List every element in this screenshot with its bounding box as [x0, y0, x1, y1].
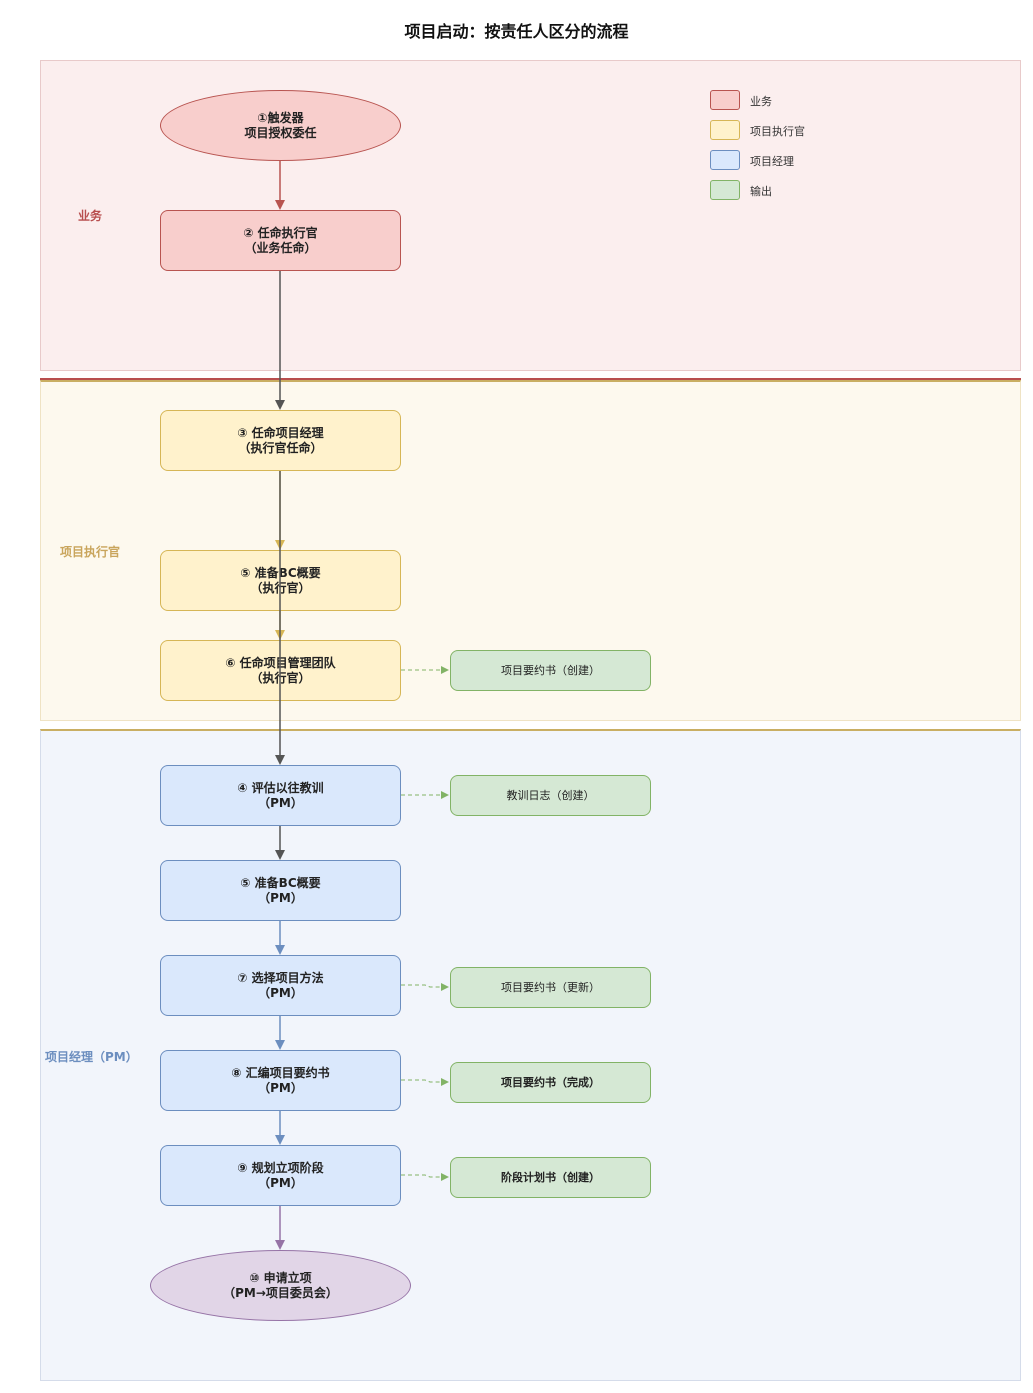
output-mandate-completed[interactable]: 项目要约书（完成） — [450, 1062, 651, 1103]
node-appoint-executive-line2: （业务任命） — [244, 240, 317, 255]
node-evaluate-lessons-line2: （PM） — [258, 795, 303, 810]
lane-label-executive: 项目执行官 — [60, 545, 121, 559]
node-appoint-team[interactable]: ⑥ 任命项目管理团队 （执行官） — [160, 640, 401, 701]
legend-swatch-business — [710, 90, 740, 110]
node-select-approach-line2: （PM） — [258, 985, 303, 1000]
legend-label-output: 输出 — [750, 185, 772, 198]
legend-label-executive: 项目执行官 — [750, 125, 805, 138]
lane-divider-business — [40, 378, 1021, 380]
output-lessons-log-created[interactable]: 教训日志（创建） — [450, 775, 651, 816]
node-request-initiation-line1: ⑩ 申请立项 — [249, 1270, 312, 1285]
node-appoint-executive-line1: ② 任命执行官 — [243, 225, 318, 240]
node-trigger[interactable]: ①触发器 项目授权委任 — [160, 90, 401, 161]
node-prepare-bc-executive-line1: ⑤ 准备BC概要 — [240, 565, 321, 580]
node-trigger-line2: 项目授权委任 — [244, 125, 317, 140]
node-trigger-line1: ①触发器 — [257, 110, 304, 125]
node-appoint-pm[interactable]: ③ 任命项目经理 （执行官任命） — [160, 410, 401, 471]
node-request-initiation[interactable]: ⑩ 申请立项 （PM→项目委员会） — [150, 1250, 411, 1321]
node-plan-initiation-line1: ⑨ 规划立项阶段 — [237, 1160, 324, 1175]
legend-label-project-manager: 项目经理 — [750, 155, 794, 168]
node-prepare-bc-pm-line2: （PM） — [258, 890, 303, 905]
legend-swatch-executive — [710, 120, 740, 140]
output-mandate-created[interactable]: 项目要约书（创建） — [450, 650, 651, 691]
node-appoint-executive[interactable]: ② 任命执行官 （业务任命） — [160, 210, 401, 271]
node-appoint-pm-line1: ③ 任命项目经理 — [237, 425, 324, 440]
lane-label-business: 业务 — [78, 209, 103, 223]
node-request-initiation-line2: （PM→项目委员会） — [223, 1285, 338, 1300]
output-stage-plan-created[interactable]: 阶段计划书（创建） — [450, 1157, 651, 1198]
node-prepare-bc-executive-line2: （执行官） — [250, 580, 311, 595]
node-prepare-bc-pm[interactable]: ⑤ 准备BC概要 （PM） — [160, 860, 401, 921]
node-assemble-brief-line2: （PM） — [258, 1080, 303, 1095]
diagram-title: 项目启动：按责任人区分的流程 — [404, 22, 629, 41]
legend-swatch-output — [710, 180, 740, 200]
node-evaluate-lessons[interactable]: ④ 评估以往教训 （PM） — [160, 765, 401, 826]
output-mandate-updated[interactable]: 项目要约书（更新） — [450, 967, 651, 1008]
node-assemble-brief-line1: ⑧ 汇编项目要约书 — [231, 1065, 330, 1080]
node-evaluate-lessons-line1: ④ 评估以往教训 — [237, 780, 324, 795]
node-appoint-team-line2: （执行官） — [250, 670, 311, 685]
legend-label-business: 业务 — [750, 95, 772, 108]
node-appoint-pm-line2: （执行官任命） — [238, 440, 323, 455]
node-plan-initiation[interactable]: ⑨ 规划立项阶段 （PM） — [160, 1145, 401, 1206]
node-select-approach-line1: ⑦ 选择项目方法 — [237, 970, 324, 985]
lane-label-project-manager: 项目经理（PM） — [45, 1050, 138, 1064]
node-select-approach[interactable]: ⑦ 选择项目方法 （PM） — [160, 955, 401, 1016]
node-plan-initiation-line2: （PM） — [258, 1175, 303, 1190]
node-appoint-team-line1: ⑥ 任命项目管理团队 — [225, 655, 336, 670]
node-prepare-bc-executive[interactable]: ⑤ 准备BC概要 （执行官） — [160, 550, 401, 611]
node-assemble-brief[interactable]: ⑧ 汇编项目要约书 （PM） — [160, 1050, 401, 1111]
legend-swatch-project-manager — [710, 150, 740, 170]
node-prepare-bc-pm-line1: ⑤ 准备BC概要 — [240, 875, 321, 890]
